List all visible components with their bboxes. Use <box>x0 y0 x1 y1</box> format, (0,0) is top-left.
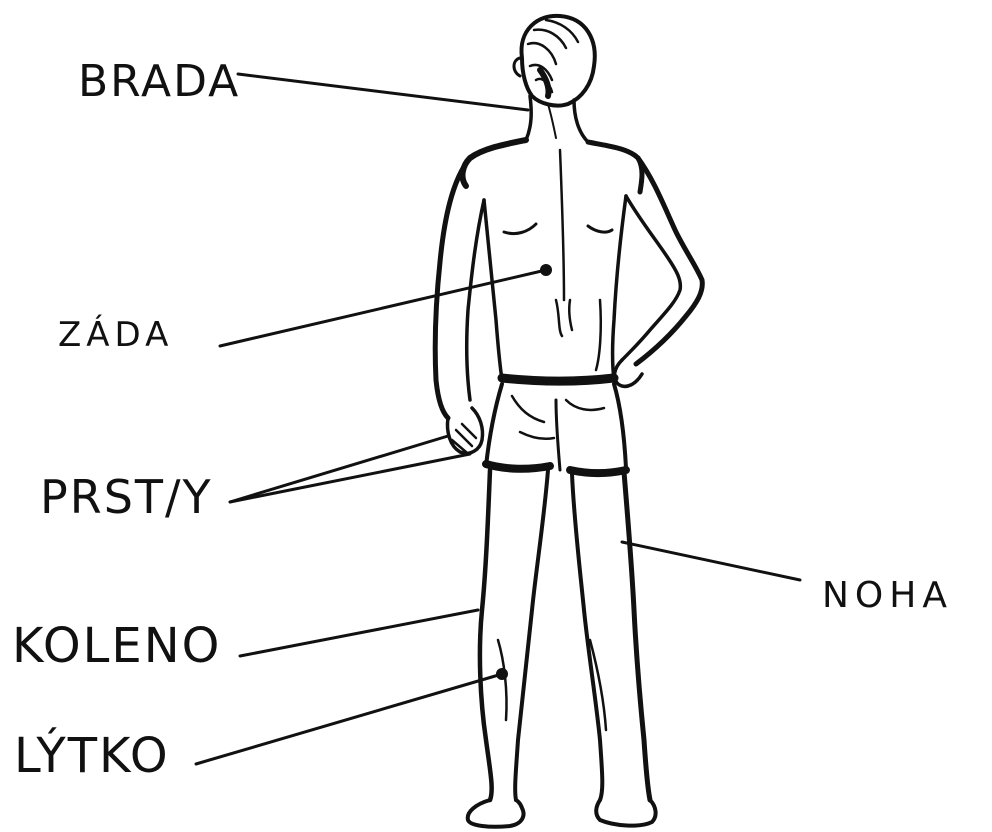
feet <box>468 800 656 827</box>
label-zada: ZÁDA <box>58 318 173 352</box>
leader-line-lytko <box>196 674 502 764</box>
head <box>514 16 595 106</box>
neck <box>526 96 588 142</box>
lytko-marker-dot <box>496 668 508 680</box>
leader-line-noha <box>622 542 800 580</box>
zada-marker-dot <box>540 264 552 276</box>
label-prst: PRST/Y <box>40 474 213 520</box>
leader-line-prst-a <box>230 436 448 502</box>
leader-lines <box>196 74 800 764</box>
right-arm <box>615 158 703 386</box>
left-arm <box>435 158 484 453</box>
shorts <box>486 378 626 473</box>
torso <box>463 140 642 380</box>
label-lytko: LÝTKO <box>14 732 170 780</box>
label-noha: NOHA <box>822 578 953 614</box>
legs <box>480 470 650 800</box>
label-koleno: KOLENO <box>12 622 221 670</box>
label-brada: BRADA <box>78 60 240 104</box>
leader-line-koleno <box>240 610 478 656</box>
leader-line-prst-b <box>230 454 470 502</box>
leader-line-brada <box>238 74 528 110</box>
